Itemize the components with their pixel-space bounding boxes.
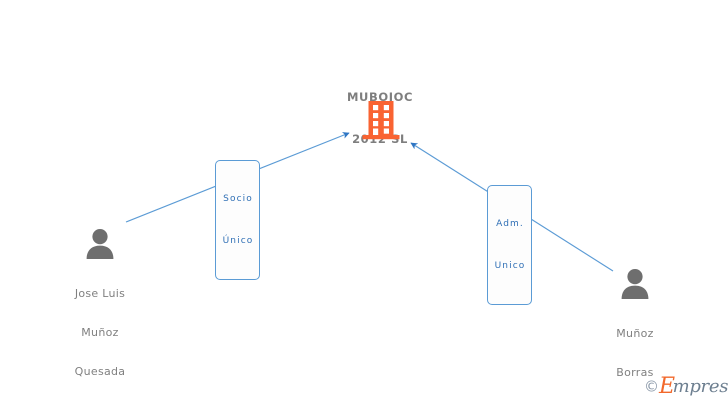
person-right-label-line1: Muñoz [616,327,654,340]
person-right-label-line2: Borras [616,366,654,379]
relation-label-adm-unico-line1: Adm. [496,219,524,229]
copyright-icon: © [644,377,659,396]
brand-initial: E [659,374,675,399]
person-left-label-line3: Quesada [74,365,126,378]
person-icon[interactable] [618,268,652,303]
relation-label-socio-unico[interactable]: Socio Único [215,160,260,280]
brand-name: mpresia [672,376,728,397]
person-left-label-line2: Muñoz [81,326,119,339]
building-icon[interactable] [361,99,401,145]
relation-label-adm-unico[interactable]: Adm. Unico [487,185,532,305]
person-icon[interactable] [83,228,117,263]
relation-label-socio-unico-line2: Único [222,236,254,246]
person-right-label: Muñoz Borras Lluis [575,301,695,400]
person-left-label: Jose Luis Muñoz Quesada [40,261,160,400]
person-left-label-line1: Jose Luis [74,287,126,300]
empresia-watermark: ©Empresia [644,374,728,399]
relation-label-adm-unico-line2: Unico [494,261,526,271]
relation-label-socio-unico-line1: Socio [223,194,253,204]
company-title-line1: MUBOJOC [346,90,414,104]
